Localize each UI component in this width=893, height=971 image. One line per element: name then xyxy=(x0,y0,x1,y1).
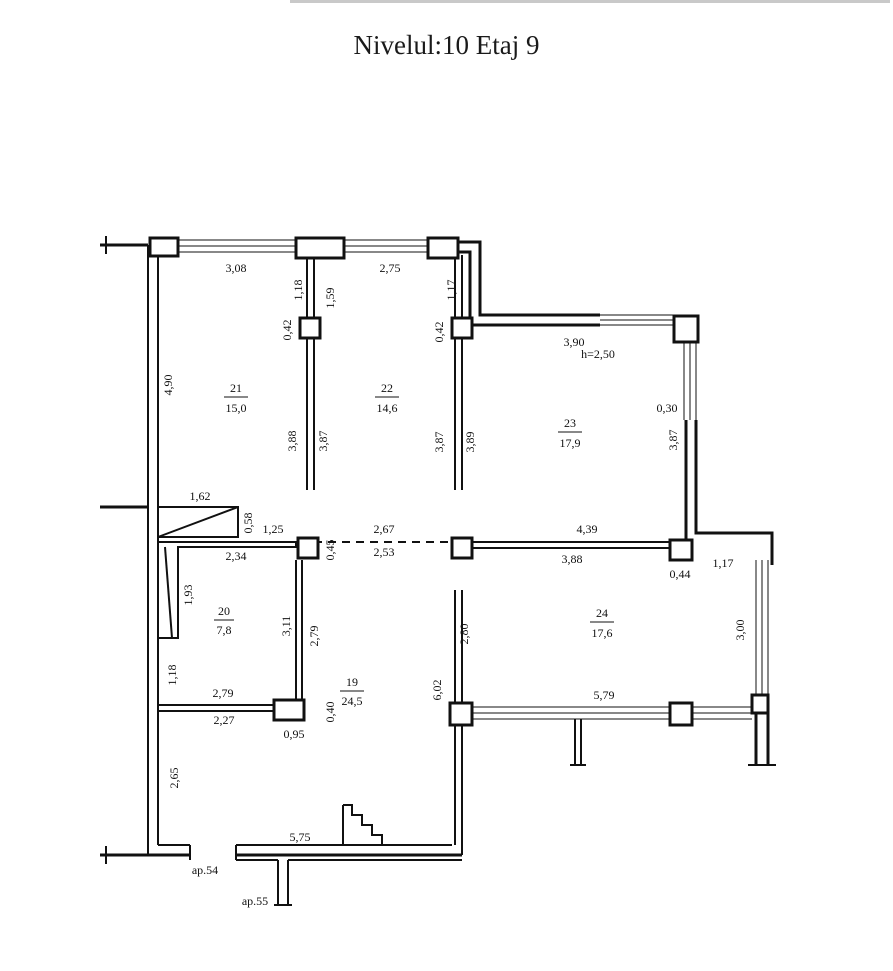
dim-label: 3,88 xyxy=(562,552,583,566)
svg-text:20: 20 xyxy=(218,604,230,618)
svg-text:7,8: 7,8 xyxy=(217,623,232,637)
dim-label: 1,93 xyxy=(181,585,195,606)
dim-label: 0,42 xyxy=(432,322,446,343)
svg-text:24,5: 24,5 xyxy=(342,694,363,708)
dim-label: 2,79 xyxy=(213,686,234,700)
dim-label: 3,11 xyxy=(279,616,293,637)
dim-label: 1,59 xyxy=(323,288,337,309)
dim-label: 3,87 xyxy=(666,430,680,451)
svg-text:15,0: 15,0 xyxy=(226,401,247,415)
svg-text:24: 24 xyxy=(596,606,608,620)
svg-text:21: 21 xyxy=(230,381,242,395)
dim-label: 1,62 xyxy=(190,489,211,503)
apartment-refs: ap.54 ap.55 xyxy=(192,863,268,908)
dim-label: 3,87 xyxy=(432,432,446,453)
apartment-ref-55: ap.55 xyxy=(242,894,268,908)
dim-label: 4,39 xyxy=(577,522,598,536)
dim-label: 1,18 xyxy=(165,665,179,686)
dim-label: 3,90 xyxy=(564,335,585,349)
apartment-ref-54: ap.54 xyxy=(192,863,218,877)
dim-label: 2,67 xyxy=(374,522,395,536)
dimension-labels: 3,08 2,75 1,18 1,59 1,17 0,42 0,42 3,90 … xyxy=(161,261,747,844)
dim-label: 1,25 xyxy=(263,522,284,536)
dim-label: 2,27 xyxy=(214,713,235,727)
dim-label: 2,34 xyxy=(226,549,247,563)
dim-label: 0,95 xyxy=(284,727,305,741)
room-24-label: 24 17,6 xyxy=(590,606,614,640)
dim-label: 0,30 xyxy=(657,401,678,415)
dim-label: h=2,50 xyxy=(581,347,615,361)
dim-label: 3,08 xyxy=(226,261,247,275)
room-20-label: 20 7,8 xyxy=(214,604,234,637)
svg-text:19: 19 xyxy=(346,675,358,689)
svg-text:17,6: 17,6 xyxy=(592,626,613,640)
dim-label: 3,00 xyxy=(733,620,747,641)
room-22-label: 22 14,6 xyxy=(375,381,399,415)
dim-label: 3,87 xyxy=(316,431,330,452)
dim-label: 0,45 xyxy=(323,540,337,561)
room-21-label: 21 15,0 xyxy=(224,381,248,415)
room-23-label: 23 17,9 xyxy=(558,416,582,450)
dim-label: 0,44 xyxy=(670,567,691,581)
svg-text:14,6: 14,6 xyxy=(377,401,398,415)
page-title: Nivelul:10 Etaj 9 xyxy=(353,30,540,60)
room-19-label: 19 24,5 xyxy=(340,675,364,708)
dim-label: 6,02 xyxy=(430,680,444,701)
dim-label: 2,79 xyxy=(307,626,321,647)
dim-label: 2,53 xyxy=(374,545,395,559)
svg-text:23: 23 xyxy=(564,416,576,430)
dim-label: 2,65 xyxy=(167,768,181,789)
dim-label: 0,42 xyxy=(280,320,294,341)
columns xyxy=(148,236,770,727)
dim-label: 5,79 xyxy=(594,688,615,702)
dim-label: 5,75 xyxy=(290,830,311,844)
dim-label: 0,40 xyxy=(323,702,337,723)
scan-edge-line xyxy=(290,0,890,3)
dim-label: 4,90 xyxy=(161,375,175,396)
dim-label: 1,17 xyxy=(444,280,458,301)
dim-label: 0,58 xyxy=(241,513,255,534)
dim-label: 1,18 xyxy=(291,280,305,301)
dim-label: 3,88 xyxy=(285,431,299,452)
dim-label: 2,75 xyxy=(380,261,401,275)
dim-label: 2,80 xyxy=(457,624,471,645)
dim-label: 1,17 xyxy=(713,556,734,570)
dim-label: 3,89 xyxy=(463,432,477,453)
room-labels: 21 15,0 22 14,6 23 17,9 20 7,8 19 24,5 2… xyxy=(214,381,614,708)
svg-text:17,9: 17,9 xyxy=(560,436,581,450)
svg-text:22: 22 xyxy=(381,381,393,395)
